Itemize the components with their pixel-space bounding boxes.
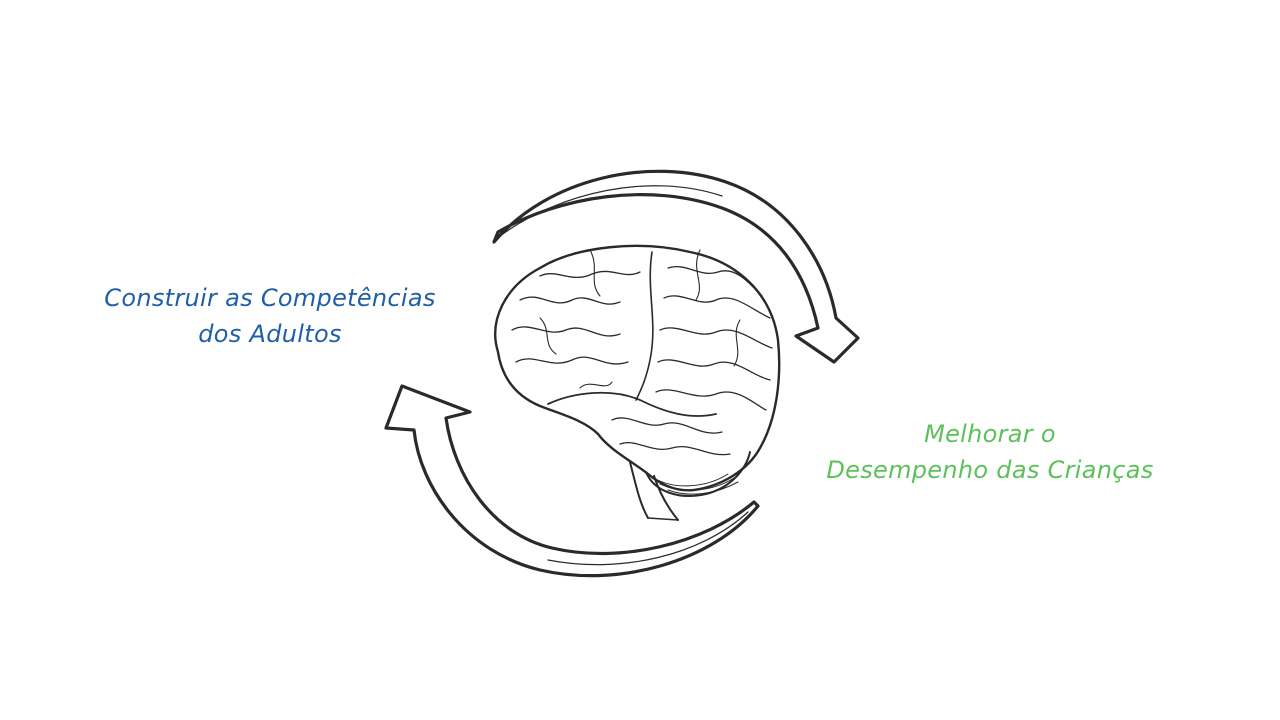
brain-icon: [494, 244, 781, 521]
right-cycle-label: Melhorar o Desempenho das Crianças: [770, 416, 1210, 488]
left-cycle-label: Construir as Competências dos Adultos: [50, 280, 490, 352]
cycle-arrow-bottom-icon: [384, 384, 760, 578]
cycle-arrow-top-icon: [492, 169, 860, 364]
left-label-line-1: Construir as Competências: [104, 284, 436, 312]
left-label-line-2: dos Adultos: [198, 320, 342, 348]
right-label-line-2: Desempenho das Crianças: [826, 456, 1154, 484]
right-label-line-1: Melhorar o: [924, 420, 1056, 448]
